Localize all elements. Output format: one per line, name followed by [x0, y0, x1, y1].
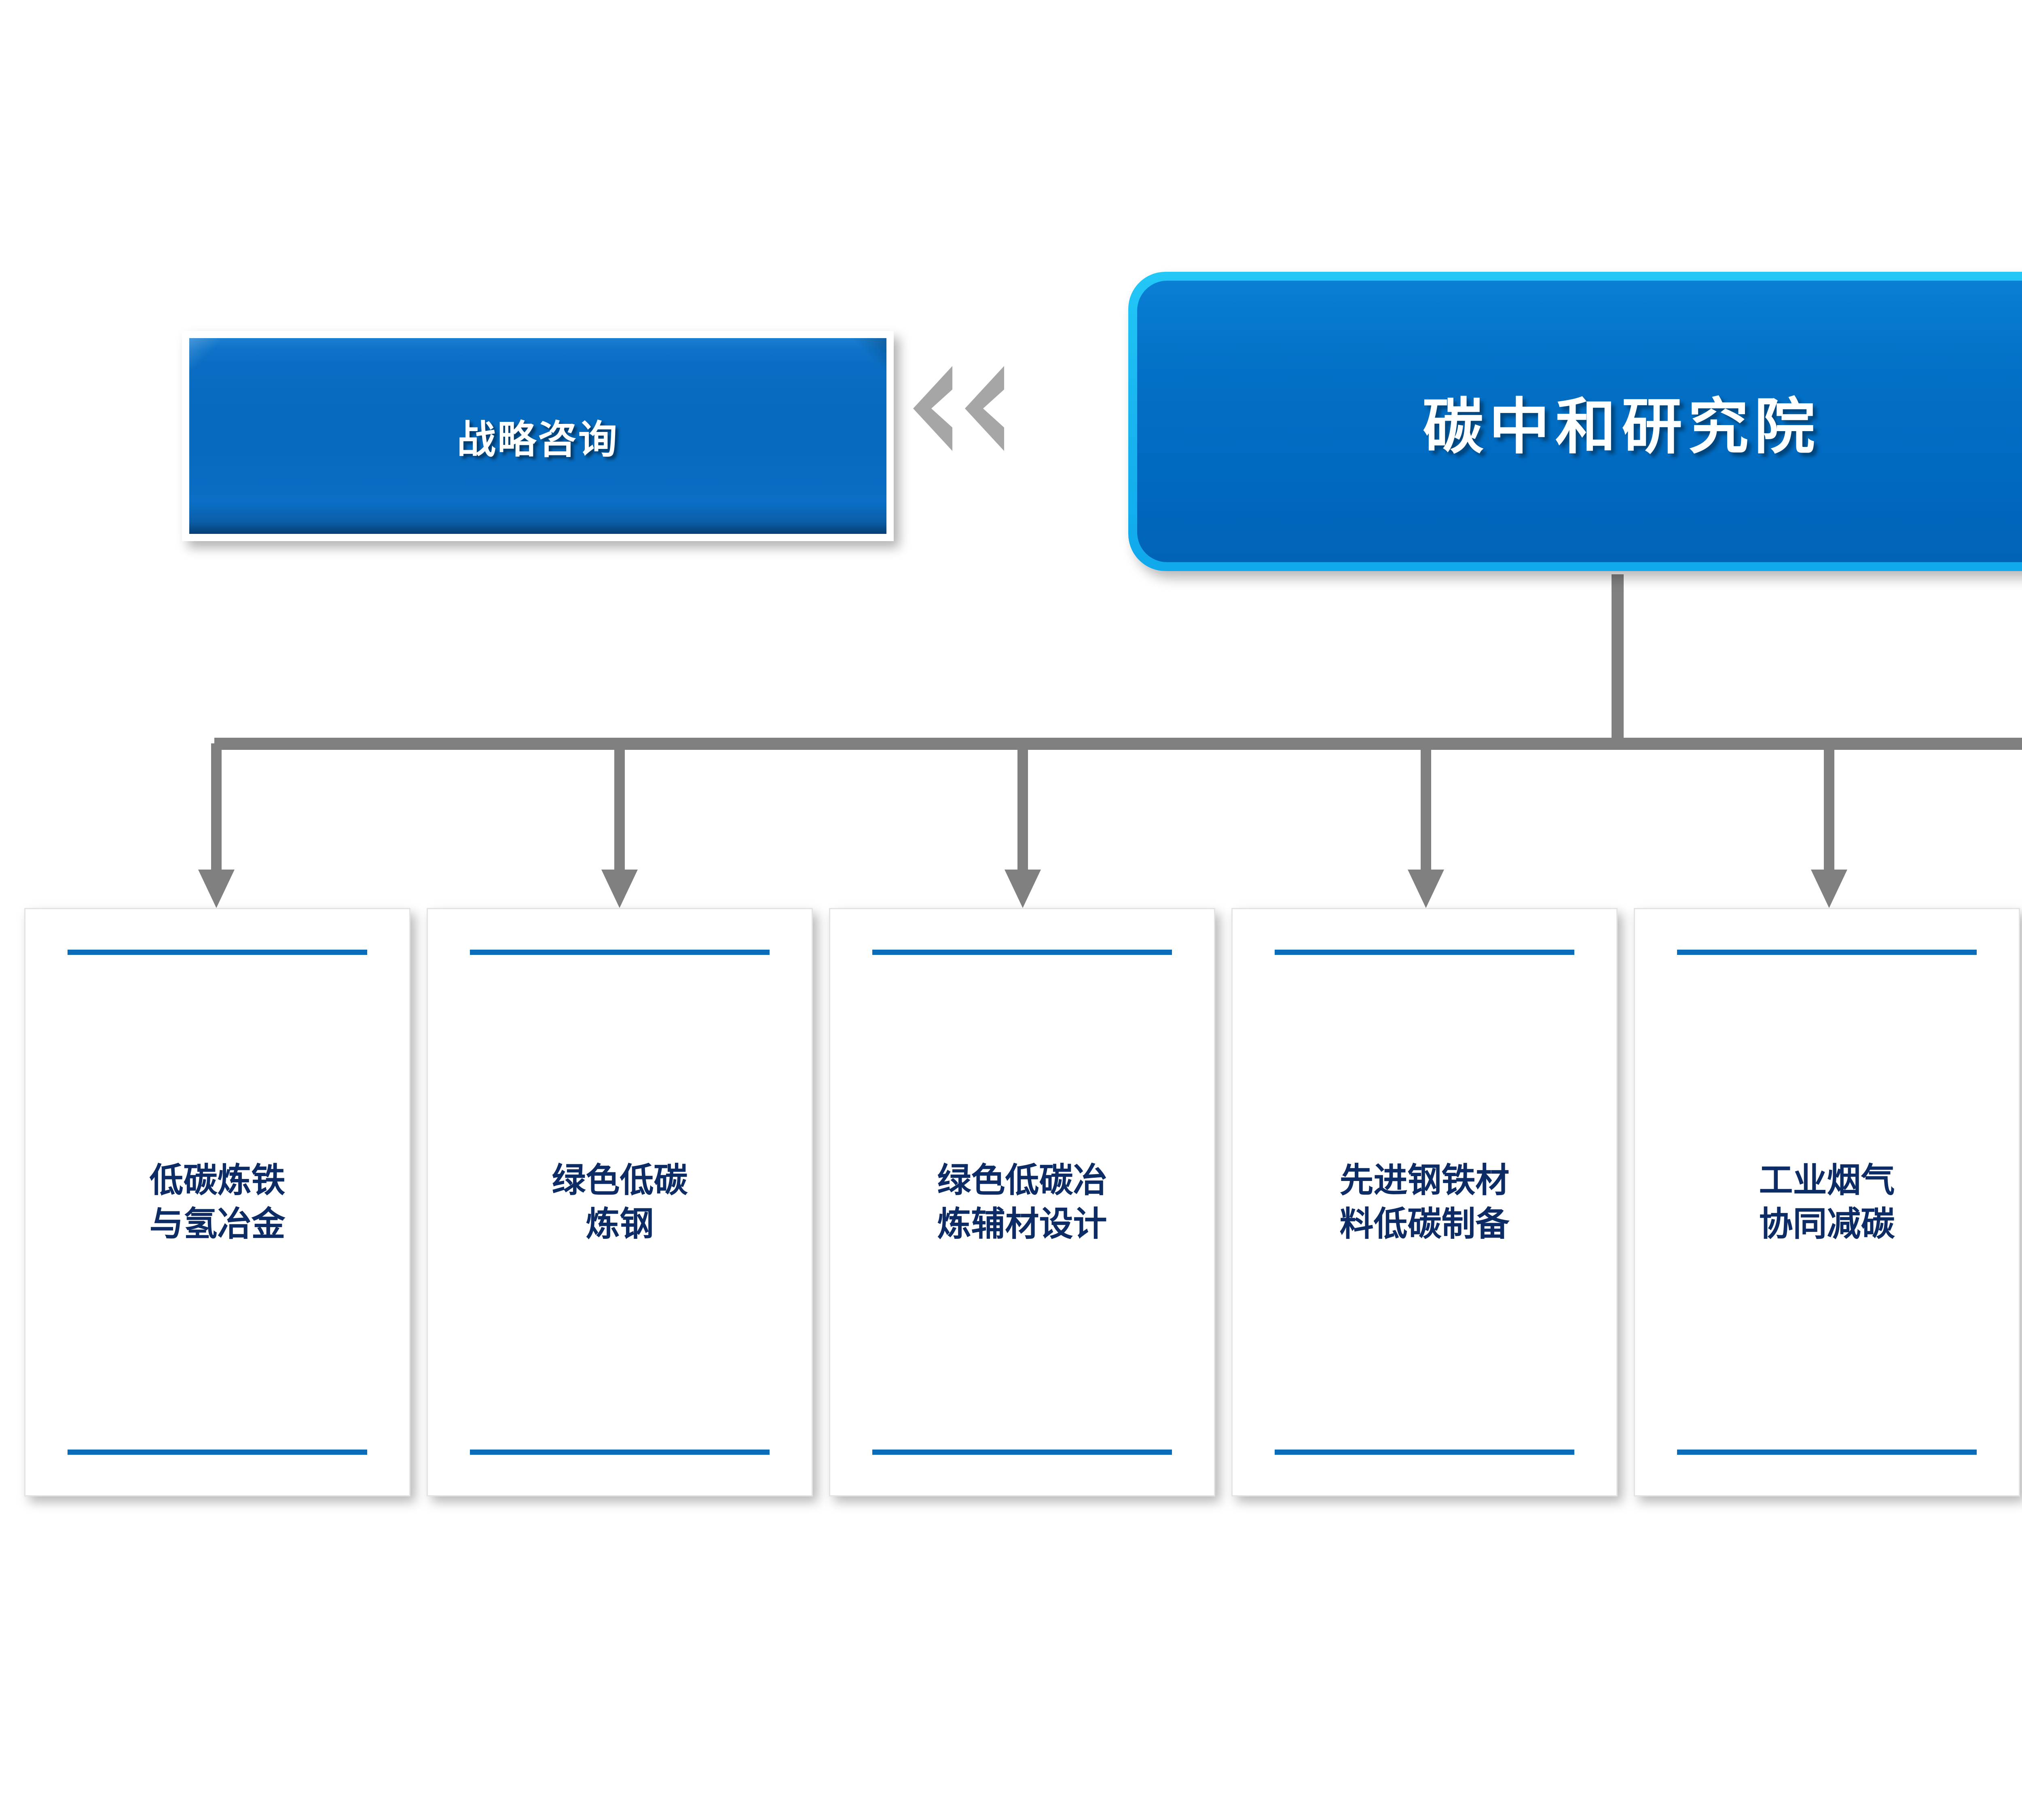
arrowhead-1 [198, 870, 235, 908]
card-label: 工业烟气 协同减碳 [1759, 1160, 1895, 1244]
arrowhead-2 [601, 870, 638, 908]
card-rule-bottom [872, 1450, 1172, 1455]
chevron-left-icon-2 [964, 366, 1004, 451]
card-rule-top [68, 949, 367, 955]
research-card-5[interactable]: 工业烟气 协同减碳 [1634, 908, 2020, 1496]
carbon-neutrality-institute-box[interactable]: 碳中和研究院 [1128, 272, 2022, 571]
arrowhead-3 [1005, 870, 1041, 908]
bus-line [214, 738, 2022, 750]
card-rule-bottom [1275, 1450, 1574, 1455]
left-box-label: 战略咨询 [457, 417, 619, 462]
drop-line-4 [1421, 743, 1431, 873]
research-card-3[interactable]: 绿色低碳冶 炼辅材设计 [829, 908, 1215, 1496]
strategic-consulting-box[interactable]: 战略咨询 [182, 331, 894, 541]
card-label: 先进钢铁材 料低碳制备 [1339, 1160, 1510, 1244]
card-rule-bottom [68, 1450, 367, 1455]
drop-line-2 [614, 743, 625, 873]
chevron-left-icon-1 [912, 366, 952, 451]
drop-line-5 [1824, 743, 1834, 873]
research-card-1[interactable]: 低碳炼铁 与氢冶金 [24, 908, 410, 1496]
drop-line-3 [1017, 743, 1028, 873]
research-card-2[interactable]: 绿色低碳 炼钢 [427, 908, 813, 1496]
research-card-4[interactable]: 先进钢铁材 料低碳制备 [1231, 908, 1618, 1496]
arrowhead-5 [1811, 870, 1847, 908]
card-label: 低碳炼铁 与氢冶金 [149, 1160, 286, 1244]
card-rule-bottom [470, 1450, 770, 1455]
card-label: 绿色低碳 炼钢 [552, 1160, 688, 1244]
card-rule-bottom [1677, 1450, 1977, 1455]
card-label: 绿色低碳冶 炼辅材设计 [937, 1160, 1107, 1244]
root-stem [1612, 574, 1624, 744]
card-rule-top [872, 949, 1172, 955]
center-box-label: 碳中和研究院 [1422, 392, 1821, 462]
card-rule-top [470, 949, 770, 955]
center-box-panel: 碳中和研究院 [1137, 281, 2022, 562]
drop-line-1 [211, 743, 222, 873]
card-rule-top [1677, 949, 1977, 955]
left-box-panel: 战略咨询 [189, 338, 886, 534]
left-double-chevron-icon [912, 366, 1004, 451]
arrowhead-4 [1408, 870, 1444, 908]
card-rule-top [1275, 949, 1574, 955]
